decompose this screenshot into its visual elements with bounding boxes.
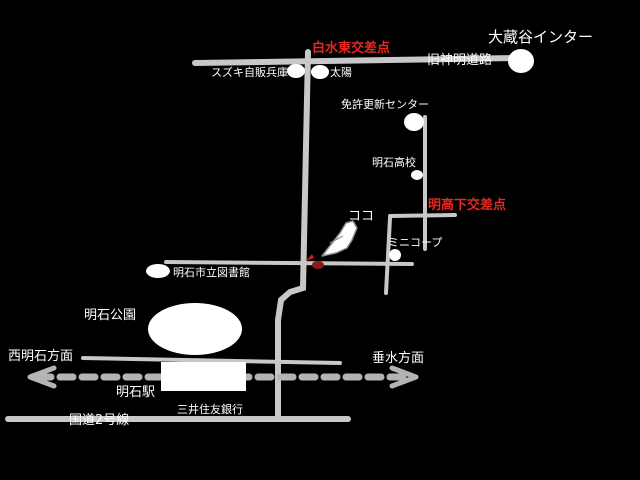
menkyo-center-marker: [404, 113, 424, 131]
route2-label: 国道2号線: [69, 413, 130, 428]
mini-coop-label: ミニコープ: [388, 236, 443, 249]
kyu-jinmei-label: 旧神明道路: [427, 53, 493, 68]
taiyo-label: 太陽: [330, 66, 352, 79]
landmarks: [146, 49, 534, 391]
pointing-hand-icon: [321, 220, 358, 257]
destination-marker: [306, 254, 324, 269]
road-library-street: [164, 260, 414, 266]
destination-flag: [306, 254, 314, 261]
roads: [5, 49, 523, 422]
taiyo-marker: [311, 65, 329, 79]
ohkuradani-ic-label: 大蔵谷インター: [488, 28, 594, 46]
tarumi-label: 垂水方面: [372, 351, 425, 366]
akashi-park-marker: [148, 303, 242, 355]
mini-coop-marker: [389, 249, 401, 261]
menkyo-center-label: 免許更新センター: [341, 98, 429, 111]
meiko-shita-label: 明高下交差点: [428, 198, 507, 213]
suzuki-label: スズキ自販兵庫: [211, 66, 288, 79]
akashi-koko-label: 明石高校: [372, 156, 416, 169]
road-meiko-east: [388, 213, 457, 218]
nishi-akashi-label: 西明石方面: [8, 349, 74, 364]
road-meiko-west: [384, 216, 392, 295]
destination-dot: [312, 261, 324, 269]
library-label: 明石市立図書館: [173, 266, 250, 279]
smbc-label: 三井住友銀行: [177, 403, 243, 416]
akashi-park-label: 明石公園: [84, 308, 137, 323]
ohkuradani-ic-marker: [508, 49, 534, 73]
road-akashi-south: [81, 356, 342, 365]
koko-label: ココ: [348, 209, 375, 224]
library-marker: [146, 264, 170, 278]
road-kyu-jinmei: [192, 55, 523, 66]
arrow-left-icon: [27, 365, 57, 389]
arrow-right-icon: [389, 365, 419, 389]
akashi-station-marker: [161, 362, 246, 391]
road-main-north-south: [275, 49, 311, 421]
suzuki-marker: [287, 64, 305, 78]
akashi-station-label: 明石駅: [116, 385, 156, 400]
shiromizu-higashi-label: 白水東交差点: [312, 41, 391, 56]
akashi-koko-marker: [411, 170, 423, 180]
